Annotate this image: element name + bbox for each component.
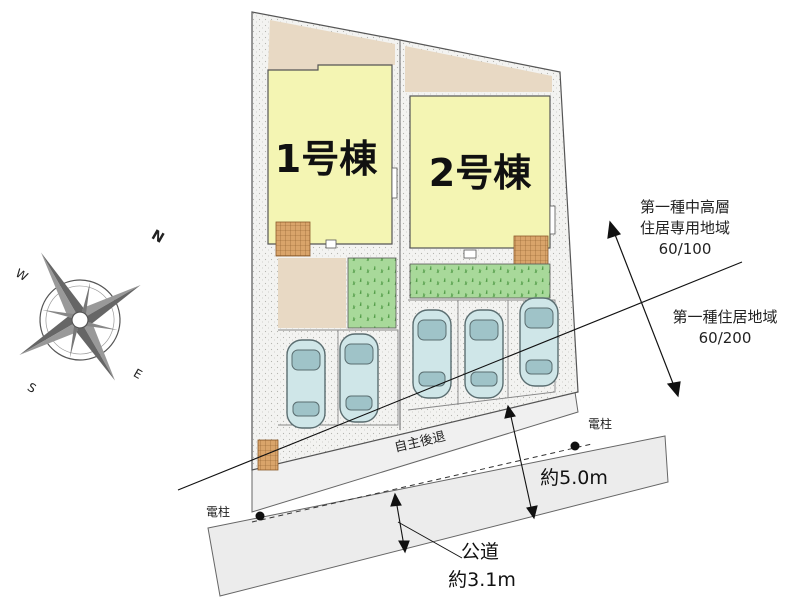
building-1 bbox=[267, 64, 393, 245]
road-width-arrow bbox=[504, 404, 538, 520]
car bbox=[412, 309, 452, 399]
lot1-side-yard bbox=[278, 258, 346, 328]
bay-window bbox=[391, 167, 398, 199]
setback-width-label: 約5.0m bbox=[540, 467, 608, 489]
garden-1 bbox=[347, 257, 397, 329]
bay-window bbox=[549, 205, 556, 235]
corner-tile bbox=[257, 439, 279, 471]
compass-n: N bbox=[149, 227, 167, 247]
pole-right-label: 電柱 bbox=[588, 416, 612, 431]
lot1-yard bbox=[268, 20, 395, 70]
public-road bbox=[207, 435, 669, 597]
car bbox=[519, 297, 559, 387]
building-2 bbox=[409, 95, 551, 249]
zoning-upper-line1: 第一種中高層 bbox=[640, 198, 730, 216]
zoning-arrow bbox=[607, 220, 681, 398]
compass-s: S bbox=[25, 380, 39, 396]
car bbox=[464, 309, 504, 399]
road-setback-dashed-line bbox=[251, 443, 593, 523]
meter-box bbox=[463, 249, 477, 259]
utility-pole-left bbox=[255, 511, 265, 521]
entrance-tile-2 bbox=[513, 235, 549, 267]
car bbox=[286, 339, 326, 429]
zoning-lower-ratio: 60/200 bbox=[699, 329, 752, 347]
public-road-label: 公道 bbox=[461, 541, 499, 563]
meter-box bbox=[325, 239, 337, 249]
entrance-tile-1 bbox=[275, 221, 311, 257]
compass-rose bbox=[19, 252, 141, 381]
zoning-upper-line2: 住居専用地域 bbox=[640, 219, 730, 237]
lot2-yard bbox=[405, 46, 552, 92]
public-road-width-arrow bbox=[390, 492, 463, 559]
pole-left-label: 電柱 bbox=[206, 504, 230, 519]
public-road-width-label: 約3.1m bbox=[448, 569, 516, 591]
compass-w: W bbox=[13, 266, 30, 284]
compass-e: E bbox=[131, 366, 145, 382]
zoning-lower-line1: 第一種住居地域 bbox=[672, 308, 777, 326]
zoning-upper-ratio: 60/100 bbox=[659, 240, 712, 258]
building-2-label: 2号棟 bbox=[429, 151, 532, 195]
zoning-boundary-line bbox=[177, 261, 743, 491]
utility-pole-right bbox=[570, 441, 580, 451]
garden-2 bbox=[409, 263, 551, 299]
building-1-label: 1号棟 bbox=[275, 137, 378, 181]
car bbox=[339, 333, 379, 423]
